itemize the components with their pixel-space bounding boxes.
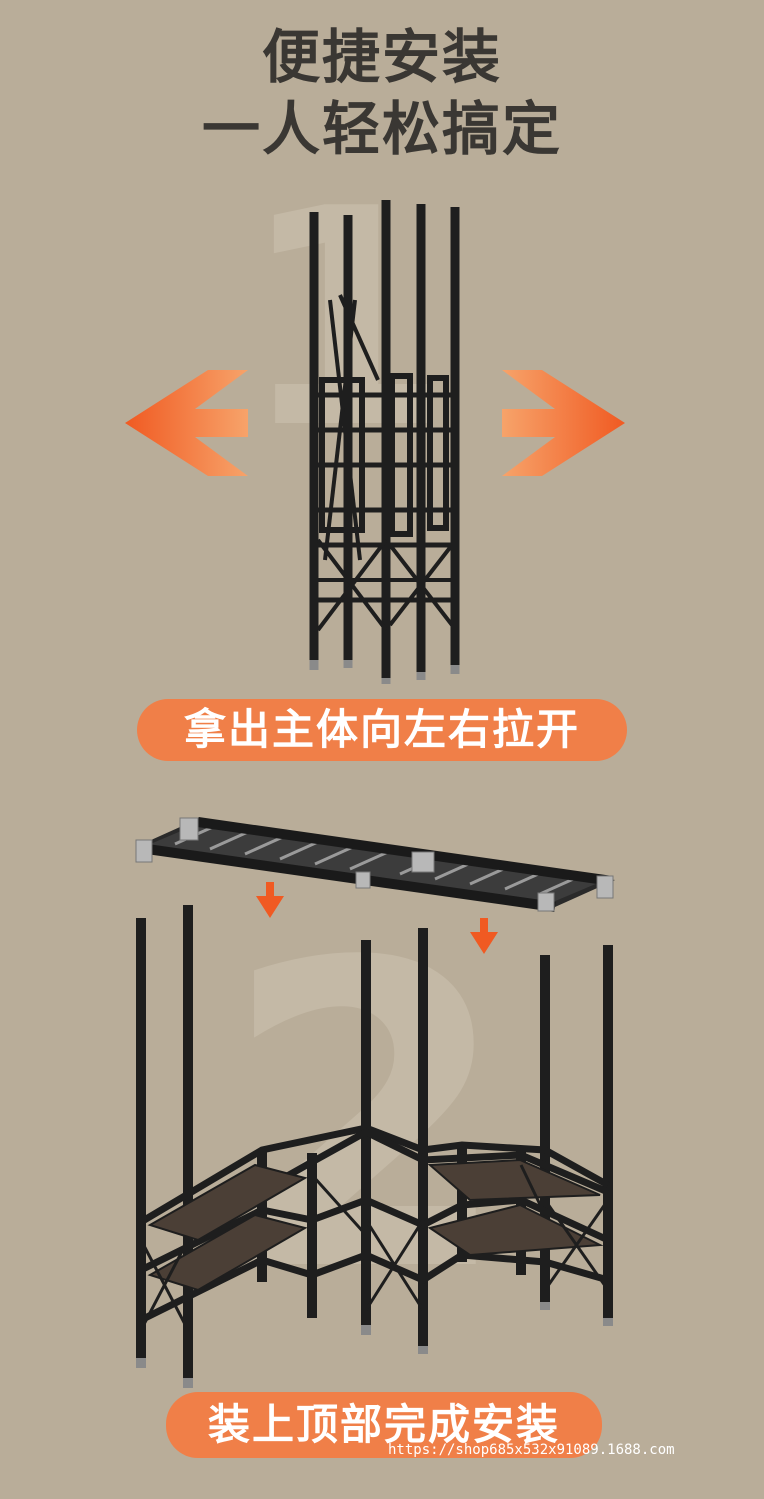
page-title-line-2: 一人轻松搞定 <box>201 95 562 163</box>
page-title-line-1: 便捷安装 <box>261 23 502 91</box>
step-2-caption: 装上顶部完成安装 <box>207 1400 560 1449</box>
step-1-caption: 拿出主体向左右拉开 <box>183 705 580 754</box>
arrow-right-icon <box>502 370 625 476</box>
arrow-left-icon <box>125 370 248 476</box>
top-rail-illustration <box>135 817 615 912</box>
step-2-caption-badge: 装上顶部完成安装 <box>166 1392 602 1458</box>
folded-rack-illustration <box>309 200 460 684</box>
arrow-down-icon <box>256 882 284 918</box>
watermark-url: https://shop685x532x91089.1688.com <box>388 1442 675 1458</box>
expanded-rack-illustration <box>136 905 613 1388</box>
arrow-down-icon <box>470 918 498 954</box>
step-1-caption-badge: 拿出主体向左右拉开 <box>137 699 627 761</box>
